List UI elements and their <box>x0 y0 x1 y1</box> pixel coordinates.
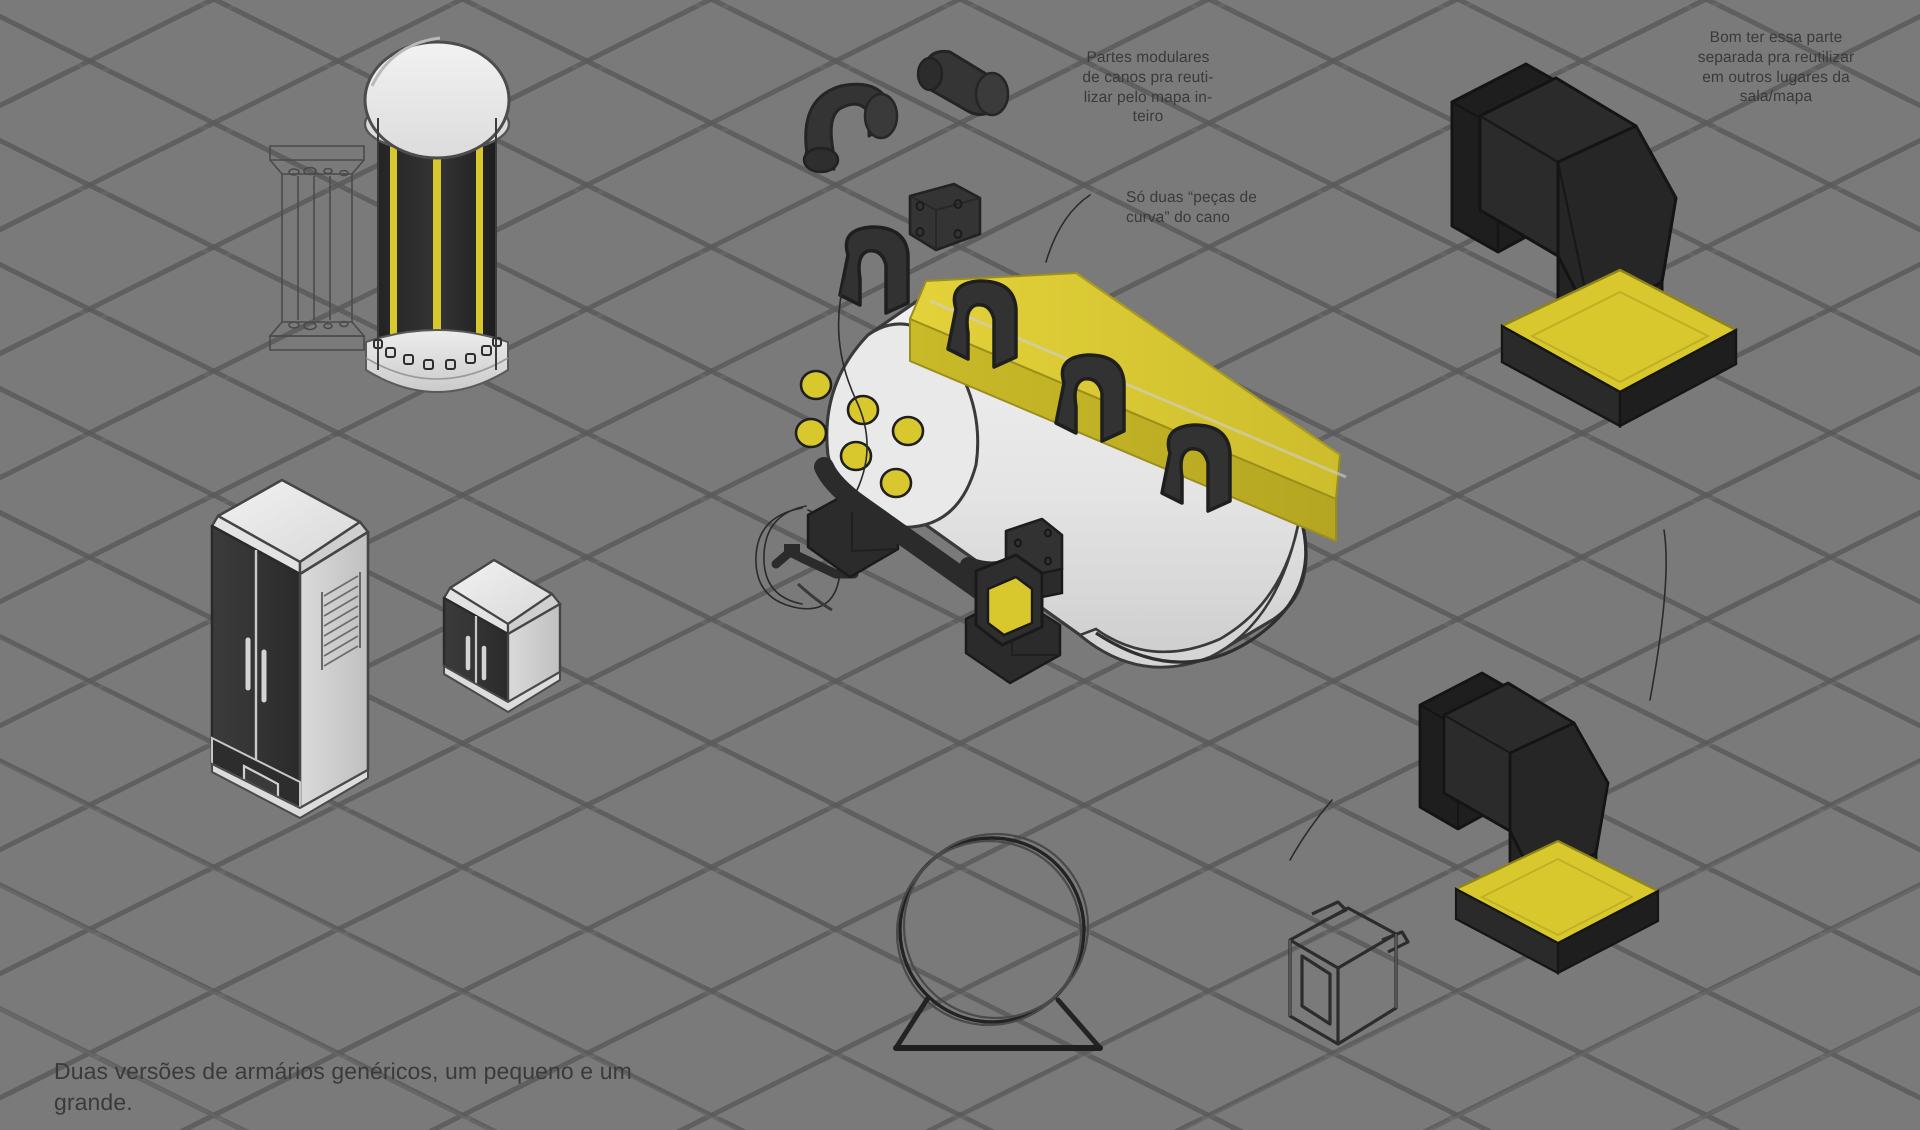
note-curves-line-1: curva” do cano <box>1126 208 1230 226</box>
prop-cabinet-large <box>182 470 402 840</box>
note-cabinets-line-0: Duas versões de armários genéricos, um p… <box>54 1058 632 1084</box>
prop-pipe-straight <box>910 44 1020 144</box>
note-vent-line-0: Bom ter essa parte <box>1709 29 1843 46</box>
note-vent: Bom ter essa parte separada pra reutiliz… <box>1676 28 1876 107</box>
prop-vent-duct-large <box>1440 30 1760 429</box>
note-pipes-line-1: de canos pra reuti- <box>1082 68 1214 86</box>
note-curves: Só duas “peças de curva” do cano <box>1126 188 1286 228</box>
tank-control-panel <box>974 553 1064 647</box>
note-vent-line-1: separada pra reutilizar <box>1697 48 1855 66</box>
prop-horizontal-tank <box>780 215 1420 775</box>
note-pipes: Partes modulares de canos pra reuti- liz… <box>1068 48 1228 127</box>
note-curves-line-0: Só duas “peças de <box>1126 189 1257 206</box>
prop-pipe-flange-plate <box>900 176 990 266</box>
note-cabinets-line-1: grande. <box>54 1089 133 1116</box>
prop-wireframe-column <box>252 126 382 366</box>
prop-cabinet-small <box>424 546 584 726</box>
note-vent-line-2: em outros lugares da <box>1702 68 1850 86</box>
prop-tall-cylinder-tank <box>352 22 522 422</box>
prop-fan-wheel-sketch <box>880 820 1130 1070</box>
prop-frame-box-sketch <box>1272 890 1422 1070</box>
note-pipes-line-0: Partes modulares <box>1086 49 1210 66</box>
note-pipes-line-2: lizar pelo mapa in- <box>1083 88 1213 106</box>
prop-pipe-elbow <box>795 58 925 178</box>
prop-vent-duct-small <box>1412 645 1682 975</box>
note-cabinets: Duas versões de armários genéricos, um p… <box>54 1056 674 1118</box>
note-pipes-line-3: teiro <box>1132 108 1164 126</box>
note-vent-line-3: sala/mapa <box>1739 88 1813 106</box>
